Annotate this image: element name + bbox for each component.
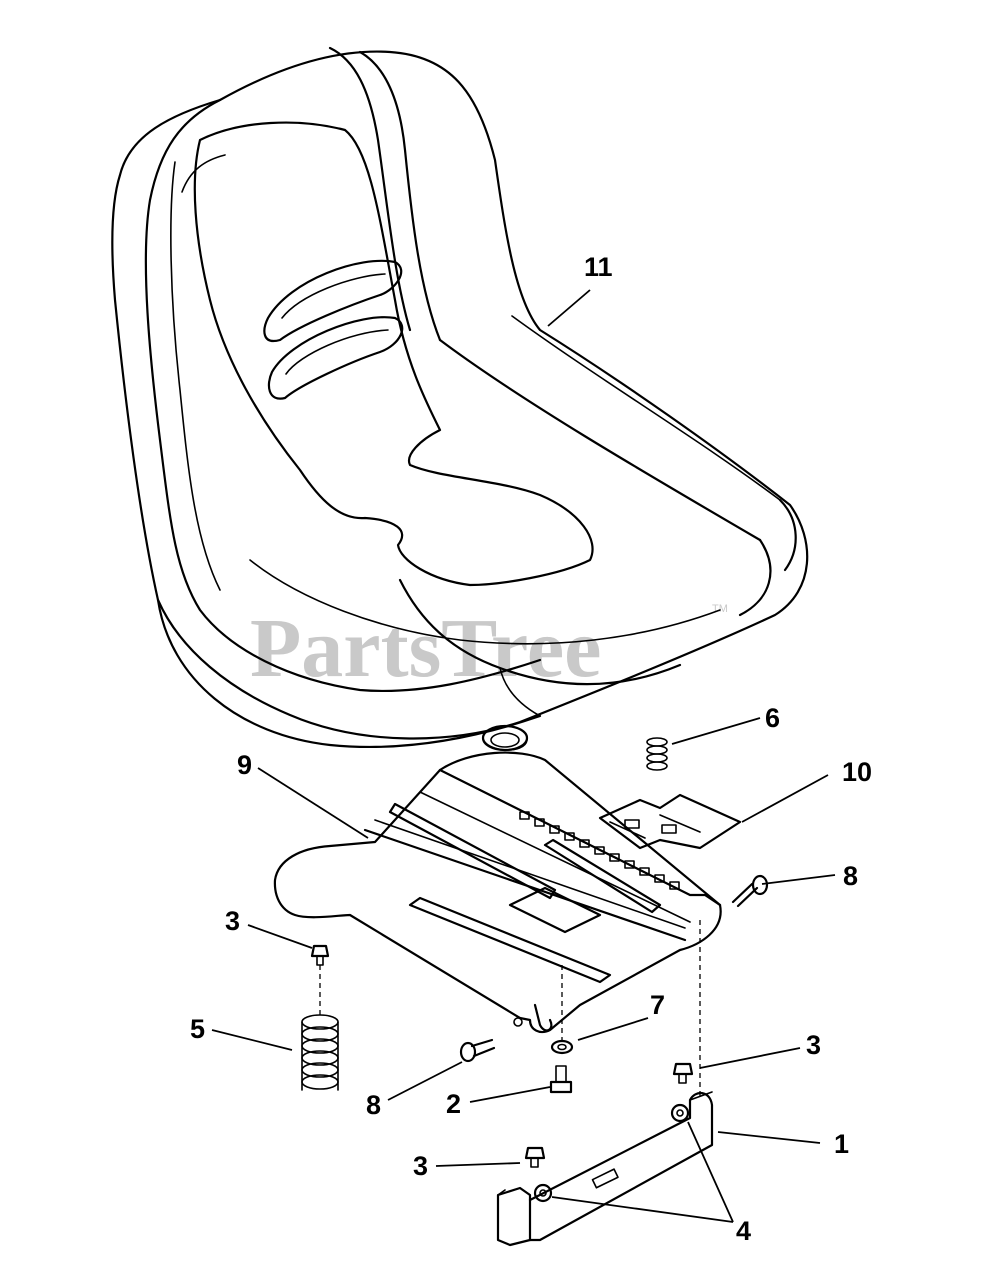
watermark-trademark: TM <box>712 603 728 615</box>
washer <box>550 1039 574 1055</box>
bolt-right <box>731 874 769 908</box>
spring-large <box>301 1014 339 1091</box>
callout-3-left: 3 <box>225 906 240 936</box>
bracket <box>496 1091 714 1247</box>
callout-7: 7 <box>650 990 665 1020</box>
callout-9: 9 <box>237 750 252 780</box>
bolt-bracket <box>672 1062 694 1084</box>
callout-1: 1 <box>834 1129 849 1159</box>
callout-10: 10 <box>842 757 872 787</box>
seat <box>111 46 809 749</box>
bolt-front <box>459 1038 496 1063</box>
seat-pan <box>273 724 722 1034</box>
callout-4: 4 <box>736 1216 751 1246</box>
shoulder-bolt <box>549 1065 573 1094</box>
callout-3-bracket: 3 <box>806 1030 821 1060</box>
callout-8-front: 8 <box>366 1090 381 1120</box>
slide-latch <box>598 793 742 850</box>
leader-lines <box>211 289 836 1223</box>
bolt-left <box>310 944 330 966</box>
callout-5: 5 <box>190 1014 205 1044</box>
callout-8-right: 8 <box>843 861 858 891</box>
spring-small <box>646 737 668 771</box>
callout-11: 11 <box>584 252 613 282</box>
callout-3-bottom: 3 <box>413 1151 428 1181</box>
bolt-bottom <box>524 1146 546 1168</box>
callout-6: 6 <box>765 703 780 733</box>
callout-2: 2 <box>446 1089 461 1119</box>
